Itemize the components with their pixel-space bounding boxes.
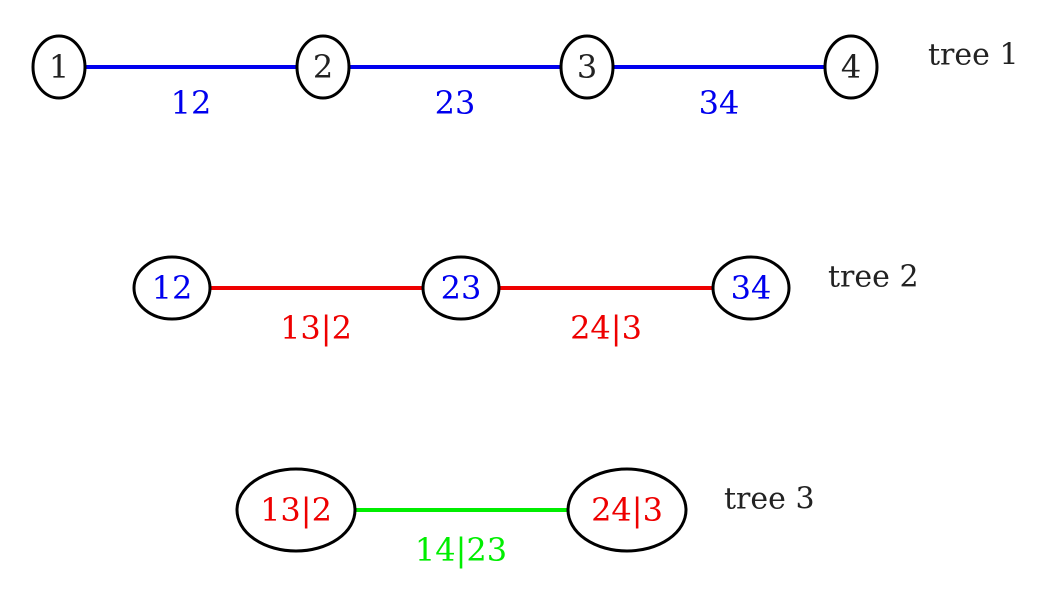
tree-3-label: tree 3 (724, 482, 815, 517)
tree-3-node-2 (566, 467, 688, 553)
tree-1-label: tree 1 (928, 38, 1019, 73)
tree-2-label: tree 2 (828, 260, 919, 295)
tree-1-node-4-label: 4 (841, 48, 861, 86)
tree-1-node-3-label: 3 (577, 48, 597, 86)
tree-1-node-2 (295, 34, 351, 100)
tree-2-node-3-label: 34 (731, 269, 772, 307)
tree-1-node-4 (823, 34, 879, 100)
tree-1-node-1 (31, 34, 87, 100)
tree-1-node-1-label: 1 (49, 48, 69, 86)
tree-1-edge-1-label: 12 (171, 84, 212, 122)
tree-3: 13|2 24|3 14|23 tree 3 (235, 467, 815, 569)
tree-2-edge-1-label: 13|2 (280, 309, 352, 347)
tree-1-edge-2-label: 23 (435, 84, 476, 122)
tree-1-node-3 (559, 34, 615, 100)
tree-2-node-1-label: 12 (152, 269, 193, 307)
tree-2: 12 23 34 13|2 24|3 tree 2 (132, 255, 919, 347)
tree-1: 1 2 3 4 12 23 34 tree 1 (31, 34, 1019, 122)
tree-3-node-2-label: 24|3 (591, 491, 663, 529)
tree-2-node-2-label: 23 (441, 269, 482, 307)
tree-2-node-1 (132, 255, 212, 321)
tree-2-node-2 (421, 255, 501, 321)
tree-2-node-3 (711, 255, 791, 321)
tree-1-node-2-label: 2 (313, 48, 333, 86)
tree-2-edge-2-label: 24|3 (570, 309, 642, 347)
tree-1-edge-3-label: 34 (699, 84, 740, 122)
tree-3-edge-1-label: 14|23 (415, 531, 507, 569)
tree-3-node-1 (235, 467, 357, 553)
tree-3-node-1-label: 13|2 (260, 491, 332, 529)
